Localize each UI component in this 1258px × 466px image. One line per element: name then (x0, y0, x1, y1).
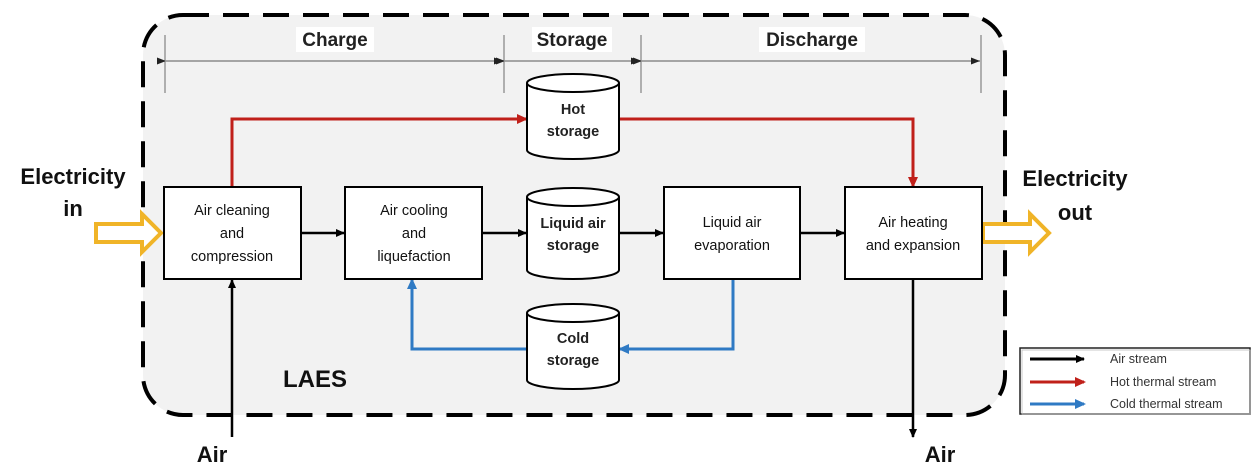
legend: Air stream Hot thermal stream Cold therm… (1019, 347, 1251, 415)
phase-label-storage: Storage (537, 30, 608, 51)
cold-stream-to-air-cooling (407, 278, 527, 351)
legend-air-label: Air stream (1110, 352, 1167, 366)
block-label-line: and expansion (866, 238, 960, 254)
electricity-out-arrow (981, 209, 1052, 257)
system-label: LAES (283, 366, 347, 393)
storage-cold: Cold storage (526, 303, 620, 390)
storage-liquid-air: Liquid air storage (526, 187, 620, 280)
electricity-in-label-line1: Electricity (20, 164, 126, 189)
air-in-label: Air (197, 442, 228, 466)
storage-hot: Hot storage (526, 73, 620, 160)
phase-dimension-lines (157, 35, 982, 93)
storage-label-line: Cold (557, 331, 589, 347)
cold-stream-to-cold-storage (618, 279, 735, 354)
air-out-label: Air (925, 442, 956, 466)
block-label-line: Air cleaning (194, 203, 270, 219)
storage-label-line: storage (547, 124, 599, 140)
phase-label-discharge: Discharge (766, 30, 858, 51)
block-air-cooling-liquefaction: Air cooling and liquefaction (344, 186, 483, 280)
electricity-out-label-line2: out (1058, 200, 1093, 225)
storage-label-line: storage (547, 238, 599, 254)
block-label-line: and (220, 226, 244, 242)
hot-stream-to-hot-storage (230, 114, 528, 187)
storage-label-line: Hot (561, 102, 585, 118)
block-air-heating-expansion: Air heating and expansion (844, 186, 983, 280)
block-label-line: Air cooling (380, 203, 448, 219)
block-air-cleaning-compression: Air cleaning and compression (163, 186, 302, 280)
electricity-out-label-line1: Electricity (1022, 166, 1128, 191)
block-label-line: Air heating (878, 215, 947, 231)
block-liquid-air-evaporation: Liquid air evaporation (663, 186, 801, 280)
storage-label-line: storage (547, 353, 599, 369)
storage-label-line: Liquid air (540, 216, 606, 232)
hot-stream-to-air-heating (619, 117, 918, 188)
legend-cold-label: Cold thermal stream (1110, 397, 1223, 411)
block-label-line: liquefaction (377, 249, 450, 265)
block-label-line: Liquid air (703, 215, 762, 231)
electricity-in-arrow (94, 209, 164, 257)
phase-label-charge: Charge (302, 30, 367, 51)
legend-hot-label: Hot thermal stream (1110, 375, 1216, 389)
electricity-in-label-line2: in (63, 196, 83, 221)
block-label-line: evaporation (694, 238, 770, 254)
block-label-line: compression (191, 249, 273, 265)
block-label-line: and (402, 226, 426, 242)
